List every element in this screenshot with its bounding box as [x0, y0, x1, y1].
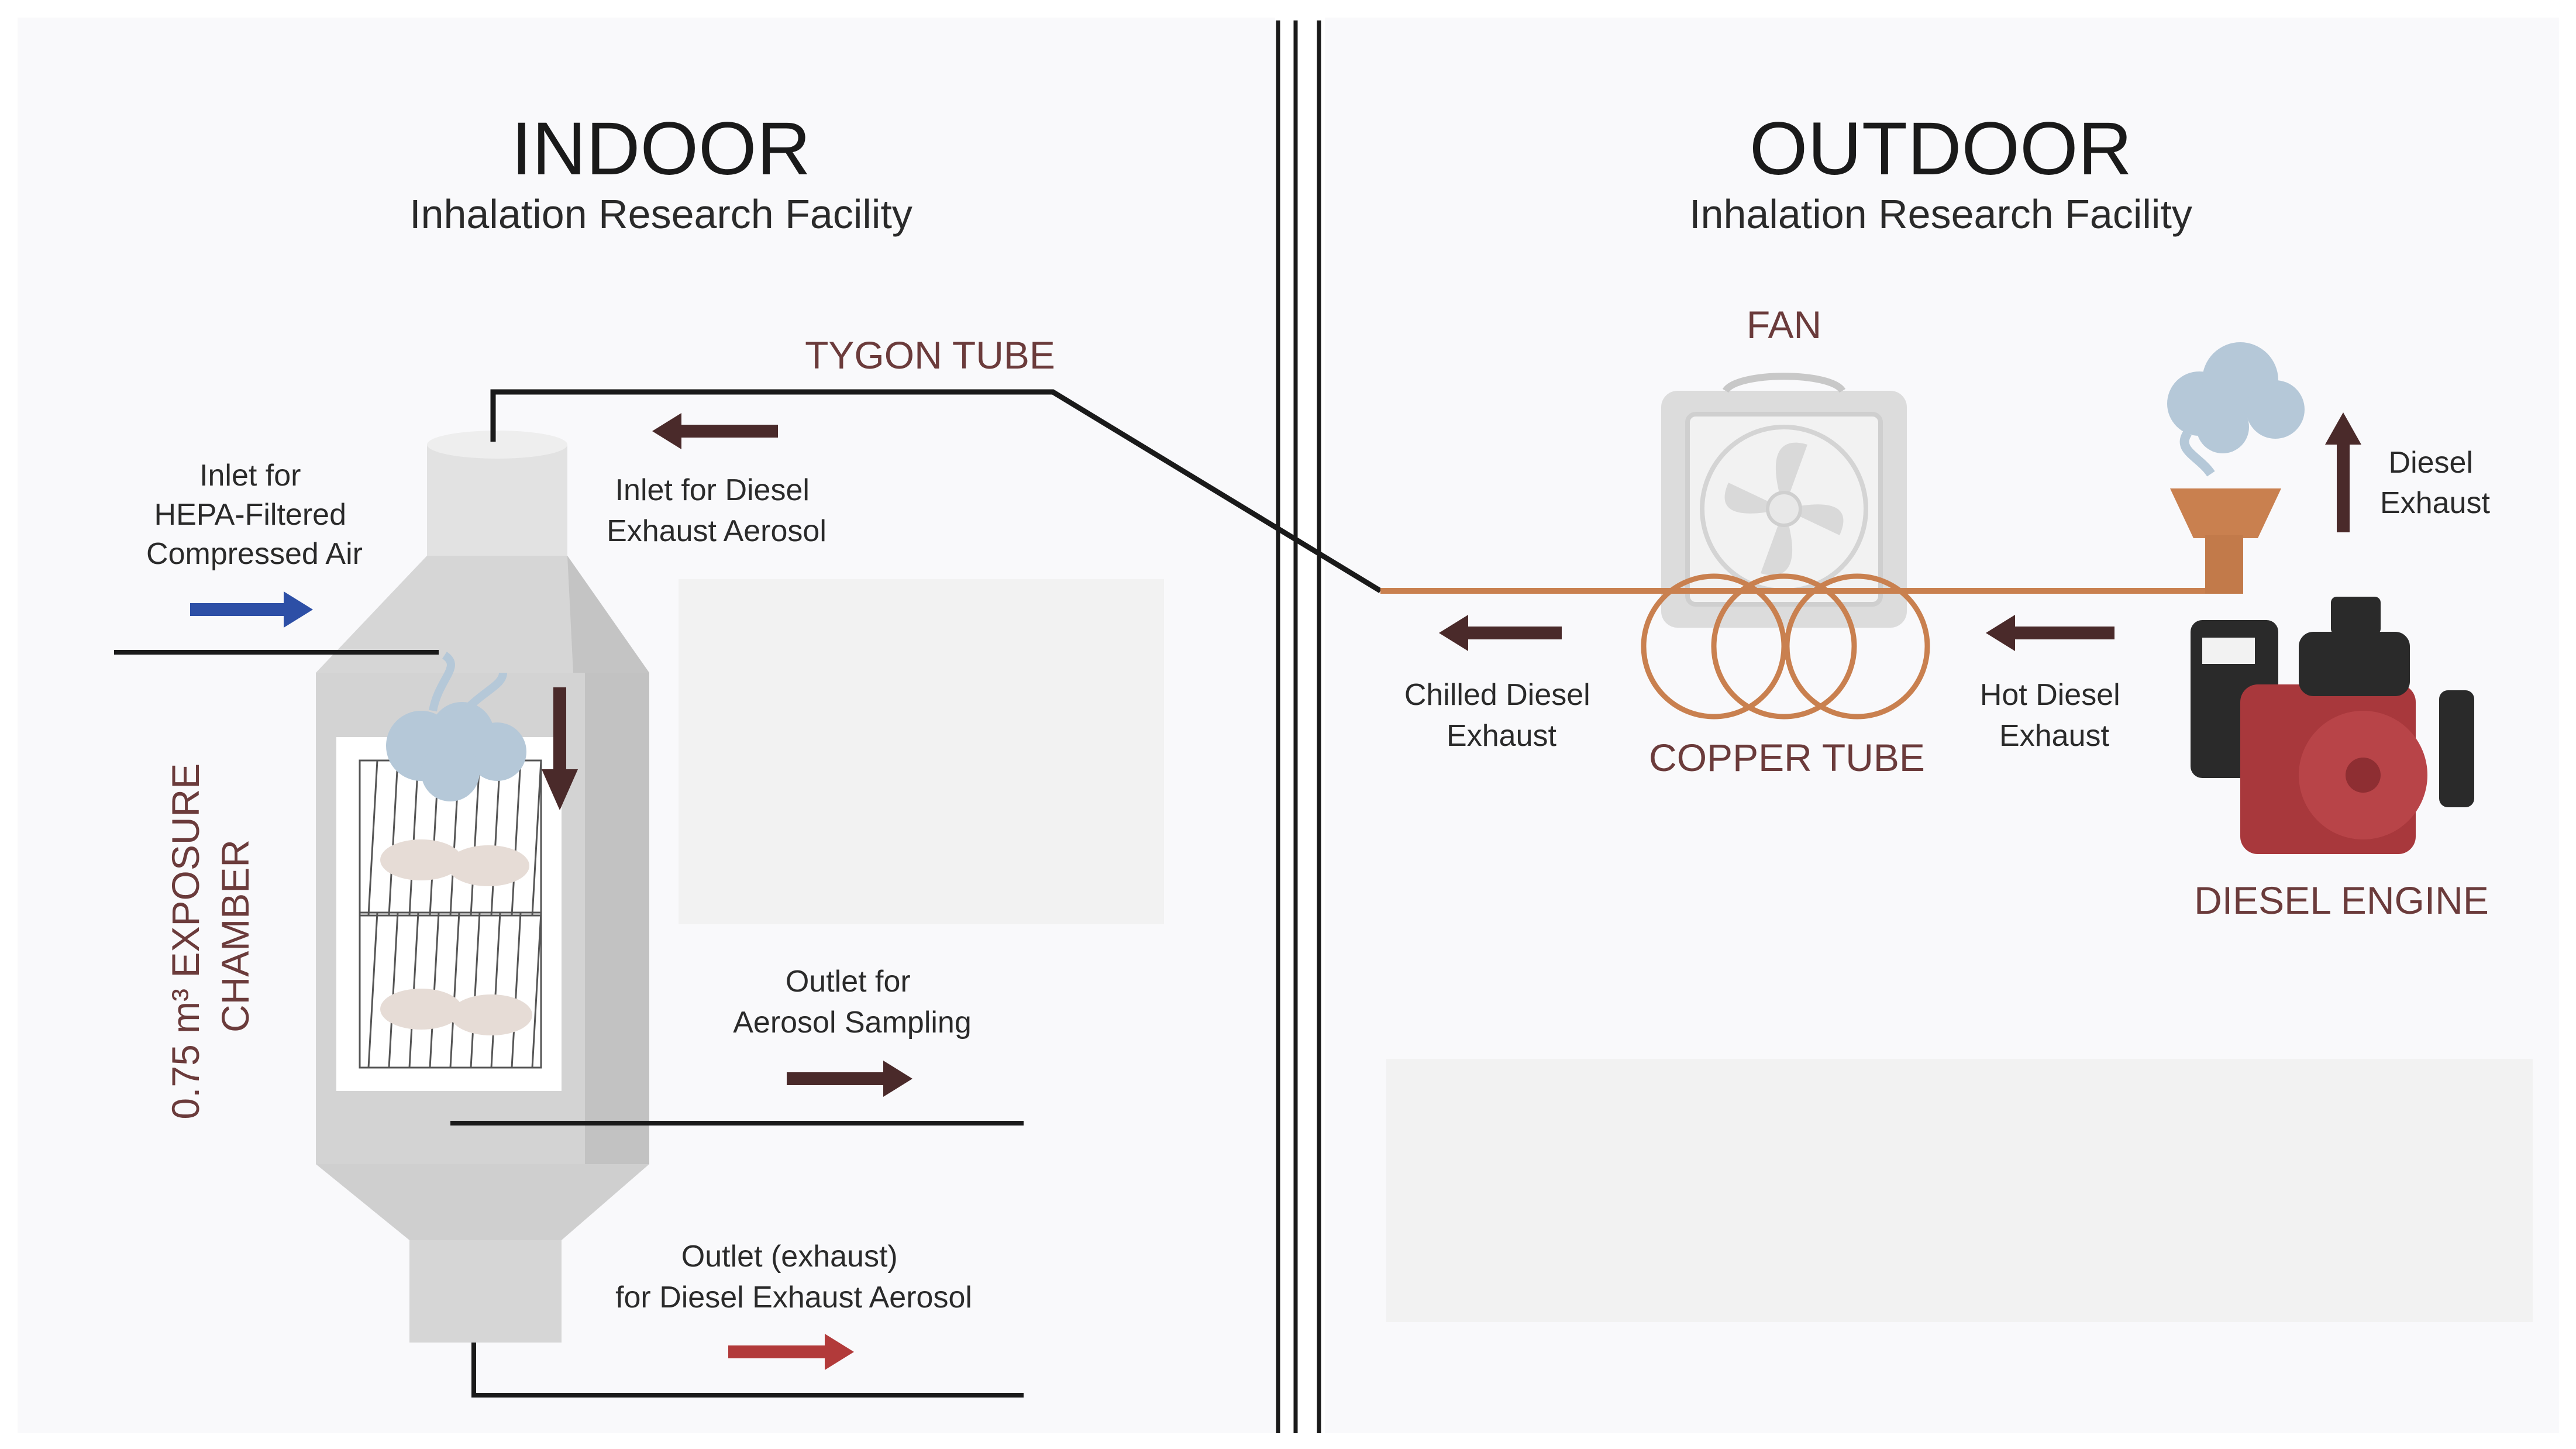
arrow-left-hot	[1986, 615, 2114, 651]
tygon-tube	[490, 389, 1382, 593]
chilled-exhaust-label: Chilled Diesel Exhaust	[1404, 678, 1599, 753]
animal-cages	[359, 759, 542, 1069]
chamber-label: 0.75 m³ EXPOSURE CHAMBER	[164, 752, 257, 1119]
blank-box-indoor	[679, 579, 1164, 924]
copper-coil	[1641, 573, 1930, 720]
exhaust-cloud-icon	[386, 652, 526, 801]
arrow-right-sampling	[787, 1061, 912, 1097]
arrow-right-air-inlet	[190, 591, 313, 628]
diesel-exhaust-label: Diesel Exhaust	[2380, 446, 2490, 520]
indoor-title: INDOOR	[511, 107, 811, 191]
hot-exhaust-label: Hot Diesel Exhaust	[1980, 678, 2129, 753]
arrow-down-inside-chamber	[542, 687, 578, 810]
outlet-exhaust-label: Outlet (exhaust) for Diesel Exhaust Aero…	[615, 1240, 972, 1314]
inlet-air-label: Inlet for HEPA-Filtered Compressed Air	[146, 459, 363, 571]
tygon-tube-label: TYGON TUBE	[805, 333, 1055, 377]
arrow-left-inlet-exhaust	[652, 413, 778, 449]
arrow-right-exhaust-outlet	[728, 1334, 854, 1370]
arrow-up-exhaust	[2325, 412, 2361, 532]
exposure-chamber	[316, 431, 649, 1343]
outdoor-subtitle: Inhalation Research Facility	[1689, 191, 2192, 237]
arrow-left-chilled	[1439, 615, 1562, 651]
rat-icon	[380, 839, 532, 1035]
panel-divider	[1276, 20, 1321, 1433]
smoke-cloud-icon	[2167, 342, 2305, 477]
exhaust-outlet-pipe	[471, 1343, 1024, 1398]
outlet-sampling-label: Outlet for Aerosol Sampling	[733, 965, 972, 1040]
copper-tube-label: COPPER TUBE	[1649, 736, 1925, 779]
diesel-engine-label: DIESEL ENGINE	[2194, 879, 2489, 922]
box-fan-icon	[1661, 373, 1907, 628]
fan-label: FAN	[1747, 303, 1821, 346]
diesel-engine-icon	[2170, 488, 2474, 854]
outdoor-title: OUTDOOR	[1750, 107, 2132, 191]
blank-box-outdoor	[1386, 1059, 2533, 1322]
inlet-exhaust-label: Inlet for Diesel Exhaust Aerosol	[607, 473, 826, 548]
indoor-subtitle: Inhalation Research Facility	[409, 191, 912, 237]
